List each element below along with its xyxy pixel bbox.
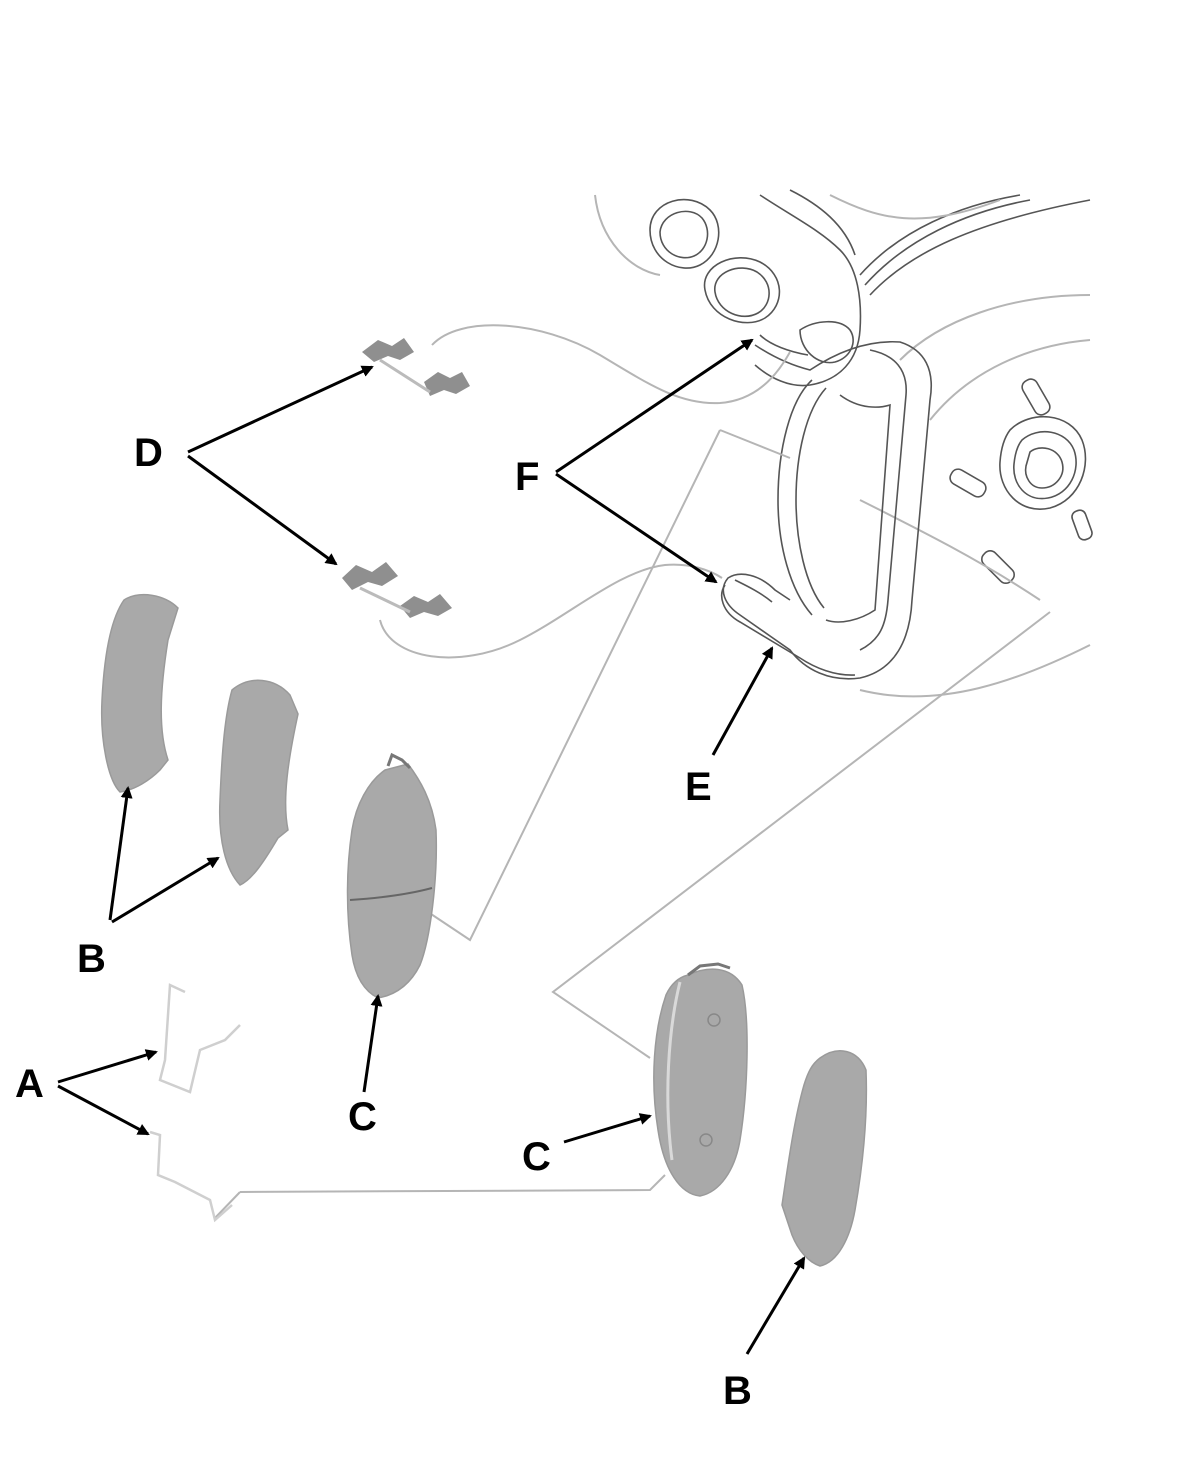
- callout-b-left: B: [77, 937, 106, 981]
- callout-e: E: [685, 765, 712, 809]
- pad-spring-upper: [158, 983, 241, 1094]
- leader-arrows: [57, 338, 806, 1355]
- shim-outer-middle: [218, 679, 299, 886]
- callout-c-right: C: [522, 1135, 551, 1179]
- pad-spring-lower: [149, 1130, 233, 1223]
- callout-b-right: B: [723, 1369, 752, 1413]
- brake-pad-outer: [346, 752, 438, 999]
- retaining-clip-upper: [362, 338, 470, 396]
- retaining-clip-lower: [342, 562, 452, 618]
- brake-pad-inner: [653, 962, 748, 1197]
- shim-inner-right: [781, 1050, 868, 1267]
- caliper-bracket: [721, 334, 932, 680]
- callout-f: F: [515, 455, 539, 499]
- shim-outer-left: [100, 593, 179, 793]
- callout-a: A: [15, 1062, 44, 1106]
- callout-c-left: C: [348, 1095, 377, 1139]
- steering-knuckle-art: [594, 189, 1093, 698]
- callout-d: D: [134, 431, 163, 475]
